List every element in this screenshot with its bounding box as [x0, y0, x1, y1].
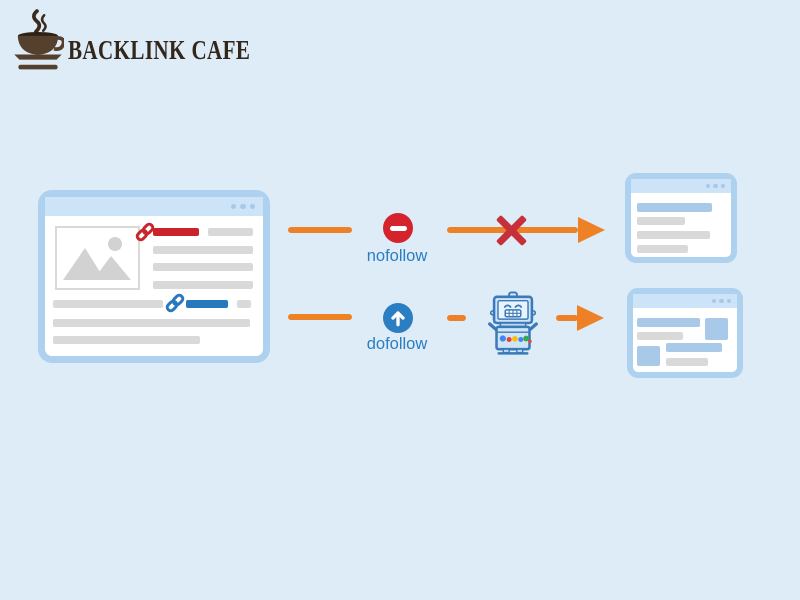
brand-name: BACKLINK CAFE — [68, 35, 251, 65]
text-line — [53, 300, 163, 308]
text-line — [53, 336, 200, 344]
dofollow-anchor-text[interactable] — [186, 300, 228, 308]
window-dot-icon — [726, 298, 731, 304]
image-placeholder — [55, 226, 140, 290]
heading-line — [637, 203, 712, 212]
nofollow-chain-link-icon — [134, 221, 156, 243]
nofollow-anchor-text[interactable] — [153, 228, 199, 236]
window-titlebar — [633, 294, 737, 308]
no-entry-icon — [383, 213, 413, 243]
brand-logo[interactable]: BACKLINK CAFE — [12, 8, 302, 77]
text-line — [637, 217, 685, 225]
nofollow-arrowhead-icon — [578, 217, 605, 243]
nofollow-flow-line-start — [288, 227, 352, 233]
x-mark-icon — [493, 212, 530, 249]
window-dot-icon — [240, 203, 246, 210]
window-dot-icon — [719, 298, 724, 304]
window-titlebar — [631, 179, 731, 193]
text-line — [153, 263, 253, 271]
text-line — [153, 246, 253, 254]
window-dot-icon — [720, 183, 725, 189]
text-line — [637, 231, 710, 239]
dofollow-flow-dash — [447, 315, 466, 321]
media-block — [705, 318, 728, 340]
dofollow-flow-line-start — [288, 314, 352, 320]
window-dot-icon — [230, 203, 236, 210]
nofollow-target-window — [625, 173, 737, 263]
dofollow-target-window — [627, 288, 743, 378]
robot-crawler-icon — [481, 291, 545, 360]
window-dot-icon — [711, 298, 716, 304]
window-dot-icon — [705, 183, 710, 189]
window-titlebar — [45, 197, 263, 216]
dofollow-label: dofollow — [366, 335, 428, 353]
media-block — [637, 346, 660, 366]
up-arrow-icon — [383, 303, 413, 333]
dofollow-arrowhead-icon — [577, 305, 604, 331]
dofollow-flow-line-end — [556, 315, 578, 321]
dofollow-chain-link-icon — [164, 292, 186, 314]
text-line — [153, 281, 253, 289]
text-line — [208, 228, 253, 236]
heading-line — [637, 318, 700, 327]
source-website-window — [38, 190, 270, 363]
text-line — [237, 300, 251, 308]
text-line — [666, 358, 708, 366]
minus-glyph — [389, 225, 407, 231]
window-dot-icon — [713, 183, 718, 189]
nofollow-label: nofollow — [366, 247, 428, 265]
heading-line — [666, 343, 722, 352]
text-line — [637, 245, 688, 253]
text-line — [637, 332, 683, 340]
coffee-cup-icon — [12, 8, 66, 77]
window-dot-icon — [249, 203, 255, 210]
text-line — [53, 319, 250, 327]
